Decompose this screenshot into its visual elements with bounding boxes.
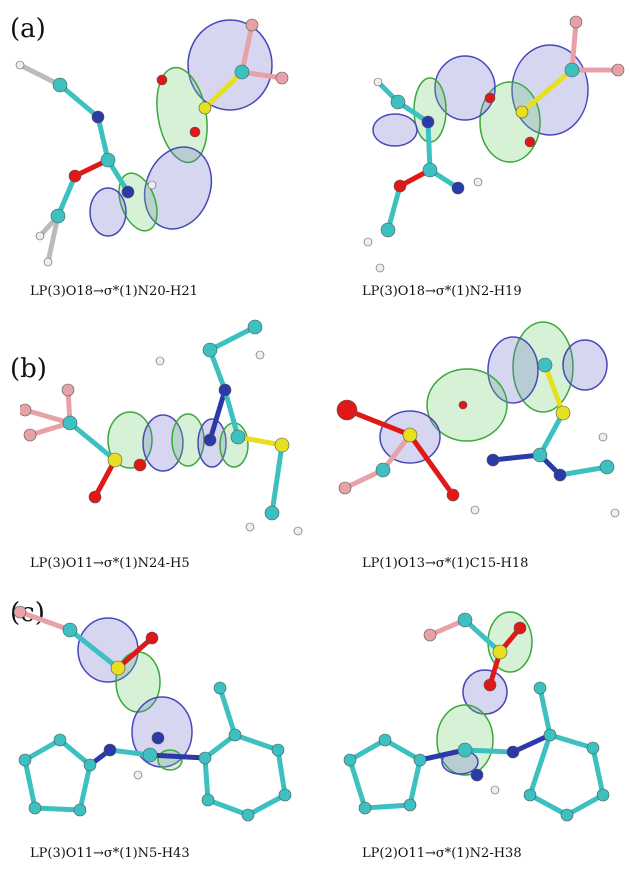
orbital-lobes	[89, 19, 273, 237]
panel-a2-molecule	[363, 15, 625, 273]
row-a-tag: (a)	[10, 14, 46, 44]
atoms	[13, 605, 292, 822]
caption-c1: LP(3)O11→σ*(1)N5-H43	[30, 846, 190, 861]
orbital-lobes	[107, 411, 249, 472]
panel-b1-molecule	[20, 319, 303, 536]
atoms	[336, 357, 620, 518]
atoms	[343, 612, 610, 822]
atoms	[20, 319, 303, 536]
bonds	[17, 609, 288, 818]
atoms	[363, 15, 625, 273]
panel-b2-molecule	[336, 321, 620, 518]
row-b-tag: (b)	[10, 354, 47, 384]
caption-c2: LP(2)O11→σ*(1)N2-H38	[362, 846, 522, 861]
panel-a1-molecule	[15, 18, 289, 267]
orbital-lobes	[372, 44, 589, 163]
orbital-lobes	[77, 617, 193, 771]
caption-a1: LP(3)O18→σ*(1)N20-H21	[30, 284, 198, 299]
caption-b2: LP(1)O13→σ*(1)C15-H18	[362, 556, 529, 571]
panel-c1-molecule	[13, 605, 292, 822]
caption-a2: LP(3)O18→σ*(1)N2-H19	[362, 284, 522, 299]
atoms	[15, 18, 289, 267]
caption-b1: LP(3)O11→σ*(1)N24-H5	[30, 556, 190, 571]
panel-c2-molecule	[343, 611, 610, 822]
